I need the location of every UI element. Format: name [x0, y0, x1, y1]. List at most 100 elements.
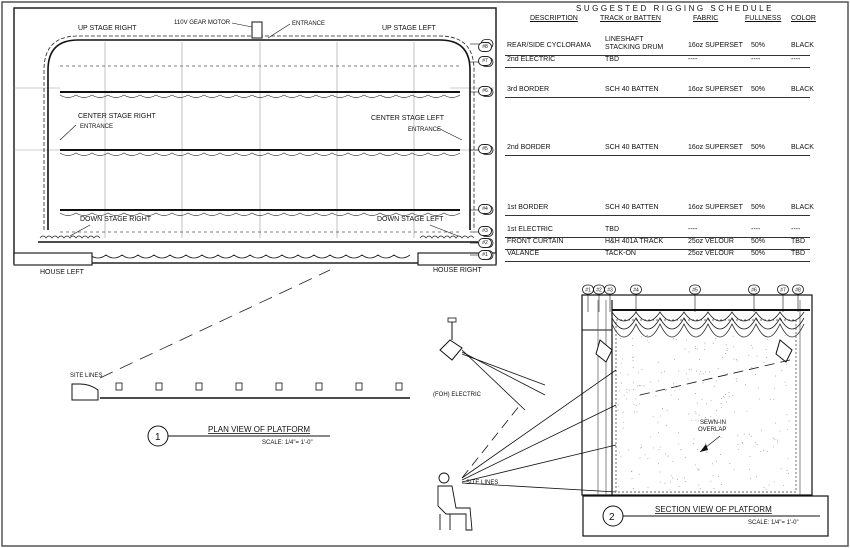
row-track: SCH 40 BATTEN	[605, 86, 659, 93]
row-track: LINESHAFT	[605, 36, 644, 43]
row-color: BLACK	[791, 42, 814, 49]
plan-site-lines-label: SITE LINES	[70, 373, 102, 379]
row-badge: #4	[478, 204, 492, 214]
section-callout-number: 2	[609, 512, 615, 523]
section-fixture-left-icon	[595, 339, 613, 363]
section-view: #1#2#3#4#5#6#7#8 (FOH) ELECTRIC SEWN-IN …	[433, 284, 829, 537]
row-fabric: ----	[688, 56, 698, 63]
row-color: TBD	[791, 250, 805, 257]
svg-text:#1: #1	[585, 288, 591, 294]
gear-motor-label: 110V GEAR MOTOR	[174, 20, 231, 26]
row-fullness: ----	[751, 226, 761, 233]
row-track: TACK-ON	[605, 250, 636, 257]
row-description: 3rd BORDER	[507, 86, 550, 93]
entrance-left-label: ENTRANCE	[80, 124, 113, 130]
plan-outline	[13, 7, 497, 264]
row-fullness: 50%	[751, 42, 766, 49]
entrance-top-label: ENTRANCE	[292, 21, 325, 27]
svg-text:#2: #2	[596, 288, 602, 294]
center-stage-left-label: CENTER STAGE LEFT	[371, 115, 445, 122]
row-badge: #6	[478, 86, 492, 96]
row-color: TBD	[791, 238, 805, 245]
foh-electric-label: (FOH) ELECTRIC	[433, 392, 482, 398]
section-top-badges: #1 #2#3 #4 #5 #6 #7 #8	[582, 284, 804, 312]
row-fabric: 16oz SUPERSET	[688, 144, 743, 151]
header-fabric: FABRIC	[693, 15, 719, 22]
svg-text:#8: #8	[795, 288, 801, 294]
row-fabric: 16oz SUPERSET	[688, 204, 743, 211]
row-rule	[505, 155, 810, 156]
cyclorama-panel	[615, 319, 797, 493]
plan-view-title: PLAN VIEW OF PLATFORM	[208, 425, 310, 434]
row-fullness: 50%	[751, 238, 766, 245]
row-description: VALANCE	[507, 250, 540, 257]
platform-plan: SITE LINES 1 PLAN VIEW OF PLATFORM SCALE…	[70, 269, 410, 447]
entrance-right-label: ENTRANCE	[408, 127, 441, 133]
row-fabric: 16oz SUPERSET	[688, 86, 743, 93]
row-rule	[505, 249, 810, 250]
row-description: 2nd ELECTRIC	[507, 56, 556, 63]
down-stage-left-label: DOWN STAGE LEFT	[377, 216, 444, 223]
row-fabric: ----	[688, 226, 698, 233]
row-fullness: 50%	[751, 144, 766, 151]
down-stage-right-label: DOWN STAGE RIGHT	[80, 216, 152, 223]
row-badge: #2	[478, 238, 492, 248]
section-top-badge: #8	[792, 284, 804, 312]
row-badge: #8	[478, 42, 492, 52]
foh-fixture-icon	[439, 339, 463, 361]
plan-callout-number: 1	[155, 432, 161, 443]
row-color: ----	[791, 226, 801, 233]
row-color: BLACK	[791, 86, 814, 93]
seated-person-icon	[437, 472, 473, 531]
header-track: TRACK or BATTEN	[600, 15, 661, 22]
row-badge: #1	[478, 250, 492, 260]
sewn-in-label: SEWN-IN	[700, 420, 726, 426]
center-stage-right-label: CENTER STAGE RIGHT	[78, 113, 156, 120]
row-description: 1st ELECTRIC	[507, 226, 553, 233]
row-rule	[505, 261, 810, 262]
plan-view: UP STAGE RIGHT 110V GEAR MOTOR ENTRANCE …	[13, 7, 497, 276]
row-description: 1st BORDER	[507, 204, 549, 211]
section-top-badge: #7	[777, 284, 789, 312]
section-fixture-right-icon	[775, 339, 793, 363]
overlap-label: OVERLAP	[698, 427, 726, 433]
row-color: BLACK	[791, 144, 814, 151]
row-fabric: 25oz VELOUR	[688, 250, 734, 257]
row-badge: #7	[478, 56, 492, 66]
row-rule	[505, 67, 810, 68]
row-badge: #3	[478, 226, 492, 236]
up-stage-right-label: UP STAGE RIGHT	[78, 25, 137, 32]
section-top-badge: #5	[689, 284, 701, 312]
svg-text:#4: #4	[633, 288, 639, 294]
row-rule	[505, 215, 810, 216]
valance	[89, 254, 411, 259]
row-color: BLACK	[791, 204, 814, 211]
row-rule	[505, 97, 810, 98]
section-site-lines-label: SITE LINES	[466, 480, 498, 486]
house-right-label: HOUSE RIGHT	[433, 267, 482, 274]
row-fabric: 16oz SUPERSET	[688, 42, 743, 49]
row-fullness: ----	[751, 56, 761, 63]
row-description: REAR/SIDE CYCLORAMA	[507, 42, 592, 49]
header-description: DESCRIPTION	[530, 15, 578, 22]
row-fabric: 25oz VELOUR	[688, 238, 734, 245]
row-color: ----	[791, 56, 801, 63]
cyclorama-track	[47, 39, 471, 230]
section-top-badge: #4	[630, 284, 642, 312]
row-track: TBD	[605, 56, 619, 63]
svg-text:#5: #5	[692, 288, 698, 294]
header-fullness: FULLNESS	[745, 15, 782, 22]
row-track: SCH 40 BATTEN	[605, 204, 659, 211]
row-badge: #5	[478, 144, 492, 154]
section-top-badge: #6	[748, 284, 760, 312]
section-view-title: SECTION VIEW OF PLATFORM	[655, 505, 772, 514]
header-color: COLOR	[791, 15, 816, 22]
cyclorama-fabric	[43, 35, 475, 230]
rigging-schedule: SUGGESTED RIGGING SCHEDULE DESCRIPTION T…	[478, 0, 845, 270]
up-stage-left-label: UP STAGE LEFT	[382, 25, 437, 32]
section-top-badge: #3	[604, 284, 616, 312]
section-view-scale: SCALE: 1/4"= 1'-0"	[748, 520, 799, 526]
row-fullness: 50%	[751, 250, 766, 257]
row-rule	[505, 237, 810, 238]
